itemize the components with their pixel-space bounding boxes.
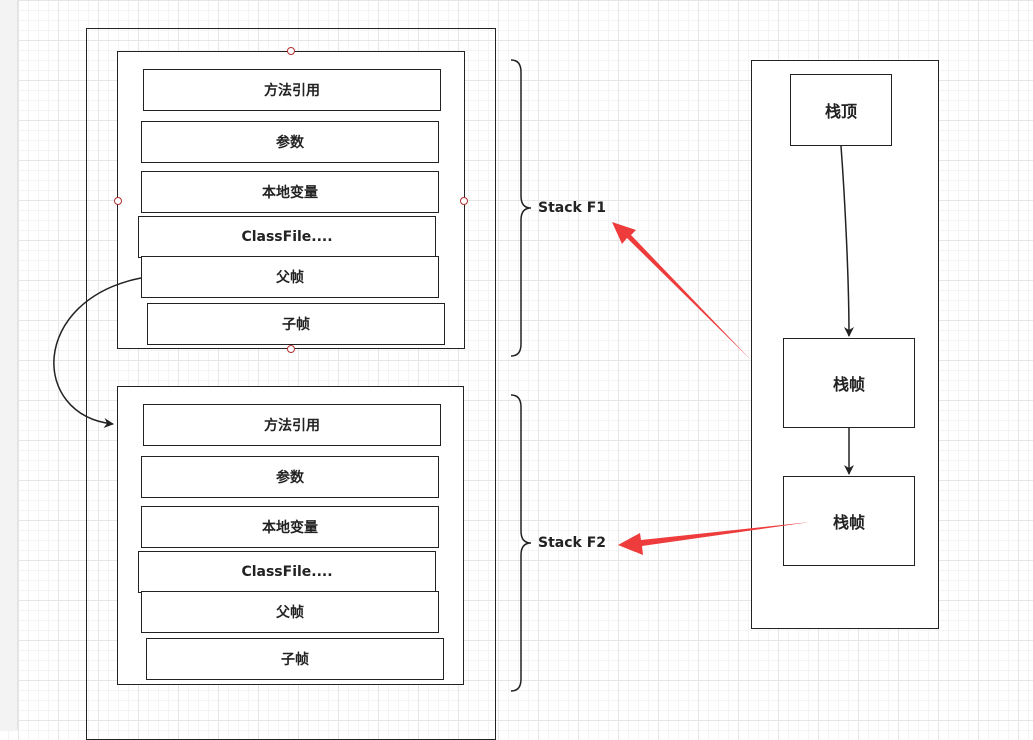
stack-frame-node-b[interactable]: 栈帧 <box>783 476 915 566</box>
resize-handle-left[interactable] <box>114 197 122 205</box>
parent-frame-arrow <box>53 277 142 428</box>
frame2-local-vars-cell[interactable]: 本地变量 <box>141 506 439 548</box>
stack-top-to-frame-a-arrow <box>840 145 854 337</box>
red-arrow-to-f1 <box>612 222 751 360</box>
stack-f1-label: Stack F1 <box>538 200 607 216</box>
red-arrow-to-f2 <box>618 522 810 555</box>
frame2-params-cell[interactable]: 参数 <box>141 456 439 498</box>
frame2-parent-frame-cell[interactable]: 父帧 <box>141 591 439 633</box>
brace-f1 <box>510 59 532 357</box>
resize-handle-top[interactable] <box>287 47 295 55</box>
frame1-classfile-cell[interactable]: ClassFile.... <box>138 216 436 258</box>
frame1-child-frame-cell[interactable]: 子帧 <box>147 303 445 345</box>
frame1-parent-frame-cell[interactable]: 父帧 <box>141 256 439 298</box>
stack-frame-node-a[interactable]: 栈帧 <box>783 338 915 428</box>
frame1-method-ref-cell[interactable]: 方法引用 <box>143 69 441 111</box>
frame2-classfile-cell[interactable]: ClassFile.... <box>138 551 436 593</box>
stack-top-node[interactable]: 栈顶 <box>790 74 892 146</box>
frame1-params-cell[interactable]: 参数 <box>141 121 439 163</box>
canvas-left-strip <box>0 0 18 730</box>
stack-f2-label: Stack F2 <box>538 535 607 551</box>
brace-f2 <box>510 394 532 692</box>
resize-handle-right[interactable] <box>460 197 468 205</box>
resize-handle-bottom[interactable] <box>287 345 295 353</box>
frame1-local-vars-cell[interactable]: 本地变量 <box>141 171 439 213</box>
frame2-method-ref-cell[interactable]: 方法引用 <box>143 404 441 446</box>
frame2-child-frame-cell[interactable]: 子帧 <box>146 638 444 680</box>
